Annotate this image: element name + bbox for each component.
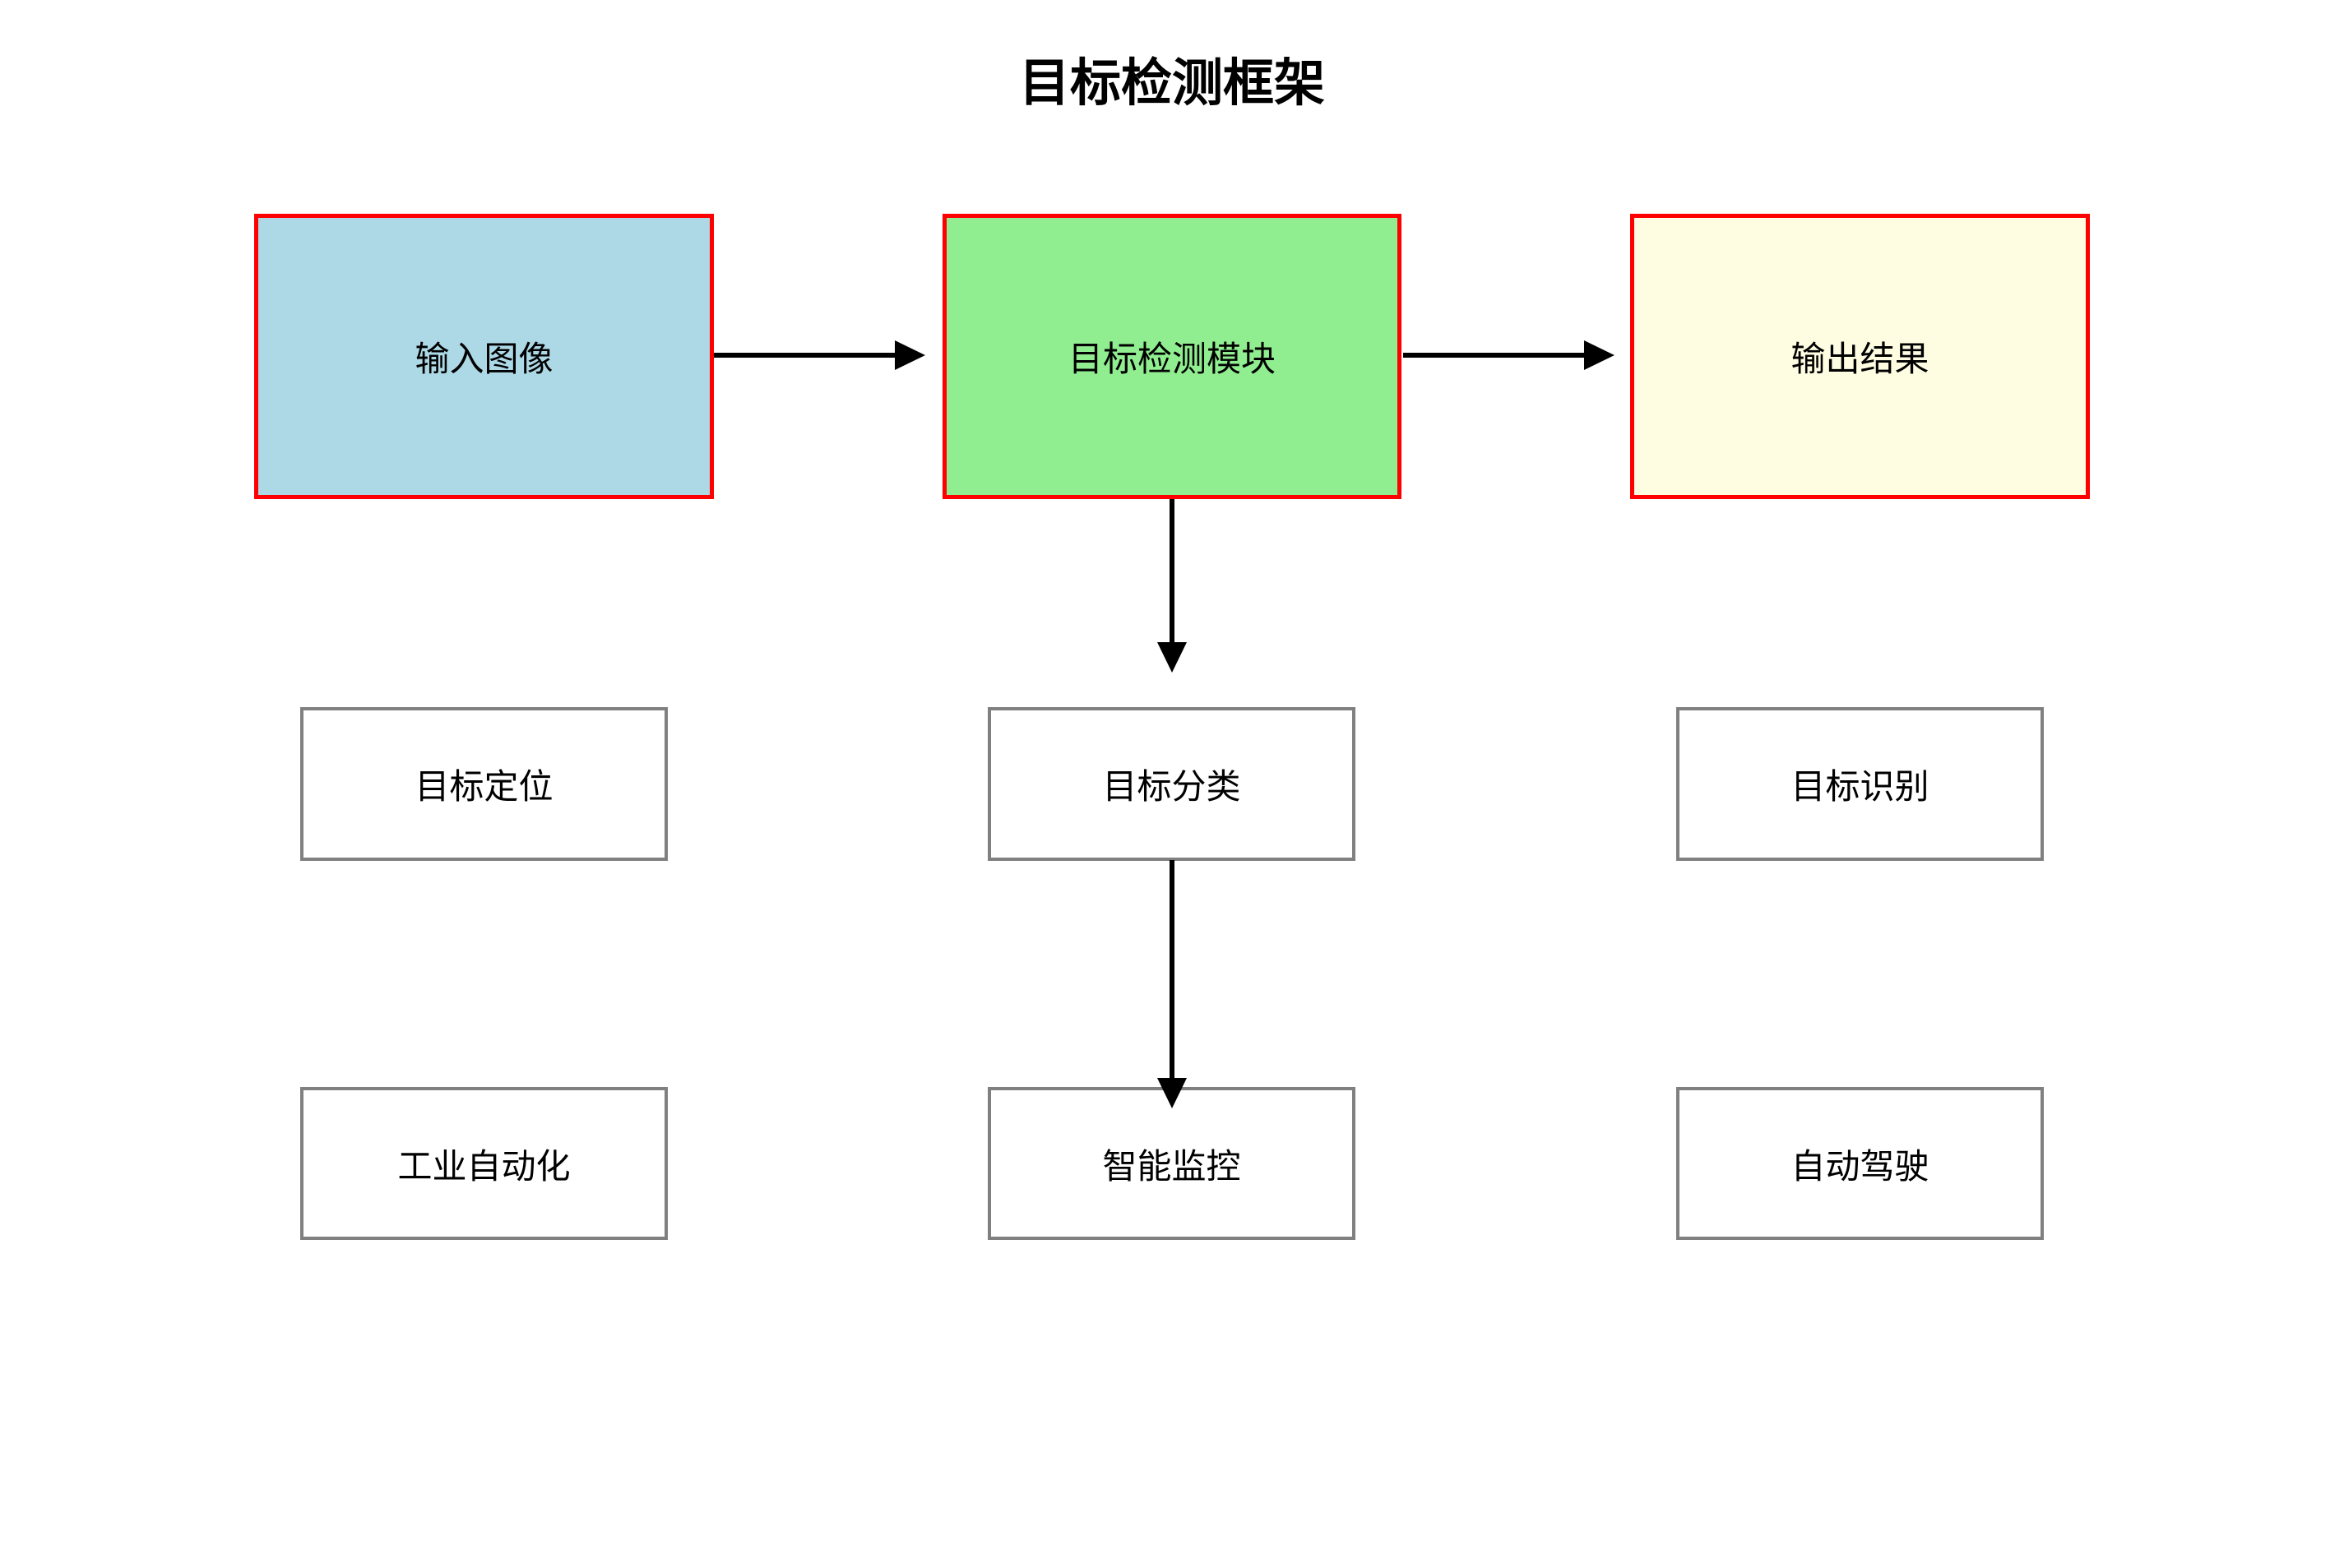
input-image-node: 输入图像 xyxy=(254,214,714,499)
output-result-node: 输出结果 xyxy=(1630,214,2090,499)
arrow-module-to-classification xyxy=(1157,499,1187,673)
arrow-input-to-module xyxy=(714,340,925,370)
object-recognition-node: 目标识别 xyxy=(1676,707,2044,861)
detection-module-label: 目标检测模块 xyxy=(1068,340,1276,378)
autonomous-driving-label: 自动驾驶 xyxy=(1790,1146,1929,1186)
input-image-label: 输入图像 xyxy=(415,340,554,378)
object-recognition-label: 目标识别 xyxy=(1790,767,1929,806)
object-localization-node: 目标定位 xyxy=(300,707,668,861)
object-classification-label: 目标分类 xyxy=(1102,767,1241,806)
diagram-title: 目标检测框架 xyxy=(1018,55,1325,112)
industrial-automation-label: 工业自动化 xyxy=(397,1146,571,1186)
smart-monitoring-node: 智能监控 xyxy=(988,1087,1355,1240)
industrial-automation-node: 工业自动化 xyxy=(300,1087,668,1240)
smart-monitoring-label: 智能监控 xyxy=(1102,1146,1241,1186)
output-result-label: 输出结果 xyxy=(1790,340,1929,378)
object-localization-label: 目标定位 xyxy=(415,767,554,806)
object-classification-node: 目标分类 xyxy=(988,707,1355,861)
detection-module-node: 目标检测模块 xyxy=(943,214,1401,499)
arrow-classification-to-monitoring xyxy=(1157,860,1187,1108)
arrow-module-to-output xyxy=(1403,340,1614,370)
autonomous-driving-node: 自动驾驶 xyxy=(1676,1087,2044,1240)
